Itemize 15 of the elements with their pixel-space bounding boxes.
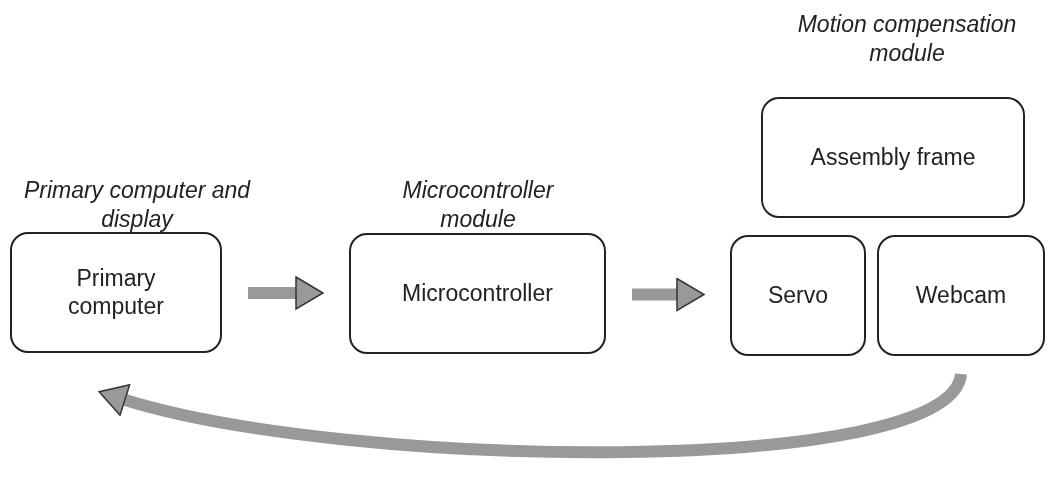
group-heading: Microcontroller module <box>401 176 555 234</box>
box-label: Assembly frame <box>809 143 977 172</box>
box-label: Microcontroller <box>401 279 554 308</box>
arrow <box>248 276 324 310</box>
rounded-box <box>761 97 1025 218</box>
rounded-box <box>877 235 1045 356</box>
group-heading: Motion compensation module <box>796 10 1018 68</box>
box-label: Servo <box>766 281 830 310</box>
arrow <box>632 277 705 312</box>
rounded-box <box>730 235 866 356</box>
box-label: Primary computer <box>67 264 165 321</box>
rounded-box <box>349 233 606 354</box>
rounded-box <box>10 232 222 353</box>
group-heading: Primary computer and display <box>22 176 252 234</box>
box-label: Webcam <box>914 281 1008 310</box>
